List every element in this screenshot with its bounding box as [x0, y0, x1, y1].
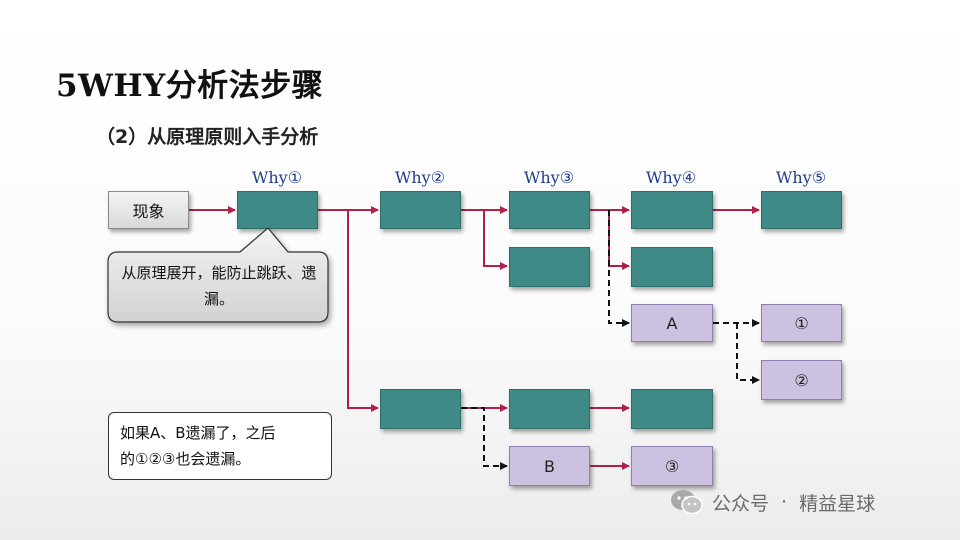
why4-box [631, 191, 713, 229]
arrow-why1-lower [347, 210, 379, 412]
note-box [108, 412, 332, 480]
wechat-icon [671, 490, 703, 515]
footer-separator: · [781, 491, 788, 513]
a-box: A [631, 304, 713, 342]
note-line-1: 如果A、B遗漏了，之后 [120, 424, 276, 442]
why-label-1: Why① [251, 168, 303, 187]
c1-label: ① [794, 313, 809, 333]
c3-box: ③ [631, 446, 713, 486]
lower-why2-box [380, 389, 461, 429]
why3-branch-box [509, 247, 590, 287]
callout-text: 从原理展开，能防止跳跃、遗漏。 [121, 264, 317, 308]
why3-box [509, 191, 590, 229]
b-label: B [544, 456, 555, 476]
lower-why4-box [631, 389, 713, 429]
footer-name: 精益星球 [799, 492, 876, 515]
phenomenon-box: 现象 [108, 191, 189, 229]
page-subtitle: （2）从原理原则入手分析 [96, 126, 319, 148]
lower-why3-box [509, 389, 590, 429]
footer-brand: 公众号 [712, 492, 770, 515]
footer-watermark: 公众号 · 精益星球 [670, 488, 875, 516]
dashed-arrows [461, 210, 760, 470]
page-title: 5WHY分析法步骤 [56, 68, 324, 104]
why-label-3: Why③ [523, 168, 575, 187]
c1-box: ① [761, 304, 842, 342]
c2-label: ② [794, 370, 809, 390]
why-label-2: Why② [394, 168, 446, 187]
phenomenon-label: 现象 [132, 202, 165, 221]
note-line-2: 的①②③也会遗漏。 [120, 450, 251, 468]
b-box: B [509, 446, 590, 486]
why2-box [380, 191, 461, 229]
a-label: A [666, 313, 678, 333]
c2-box: ② [761, 360, 842, 400]
why1-box [237, 191, 318, 229]
why4-branch-box [631, 247, 713, 287]
why5-box [761, 191, 842, 229]
solid-arrows [189, 206, 760, 470]
why-label-4: Why④ [645, 168, 697, 187]
dashed-arrow-a-c2 [736, 323, 760, 384]
dashed-arrow-b [461, 407, 508, 470]
c3-label: ③ [664, 456, 680, 476]
arrow-why2-branch [483, 210, 508, 270]
why-label-5: Why⑤ [775, 168, 827, 187]
dashed-arrow-a [608, 210, 630, 327]
